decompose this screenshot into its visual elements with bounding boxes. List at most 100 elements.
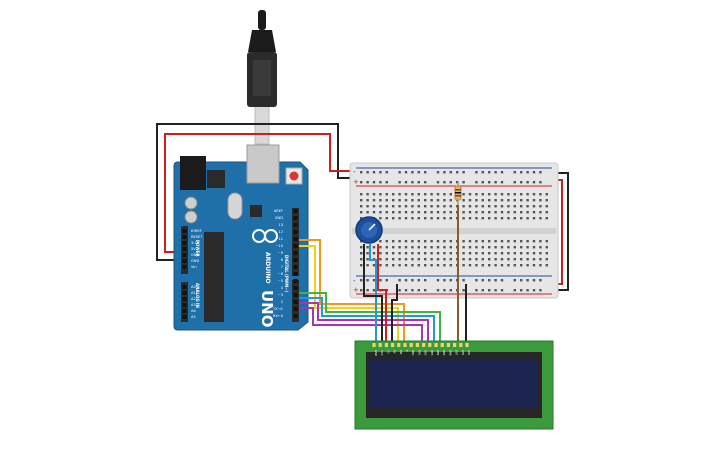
arduino-pin-label: 8 — [281, 258, 284, 262]
breadboard-hole — [494, 258, 497, 261]
lcd-pin-label: DB5 — [442, 350, 446, 356]
breadboard-hole — [411, 252, 414, 255]
breadboard-rail-hole — [488, 279, 491, 282]
arduino-pin — [293, 209, 298, 213]
breadboard-rail-hole — [539, 171, 542, 174]
breadboard-hole — [488, 217, 491, 220]
breadboard-hole — [520, 217, 523, 220]
breadboard-rail-hole — [379, 181, 382, 184]
breadboard-hole — [481, 264, 484, 267]
power-header-label: POWER — [195, 240, 200, 257]
resistor — [454, 182, 462, 205]
breadboard-hole — [520, 193, 523, 196]
breadboard-hole — [417, 252, 420, 255]
breadboard-hole — [449, 199, 452, 202]
breadboard-hole — [436, 217, 440, 220]
breadboard-rail-hole — [424, 171, 427, 174]
arduino-pin-label: TX→1 — [272, 307, 283, 311]
breadboard-hole — [494, 205, 497, 208]
breadboard-hole — [545, 193, 548, 196]
lcd-pin — [403, 343, 407, 347]
breadboard-hole — [385, 205, 388, 208]
breadboard-rail-hole — [372, 289, 376, 292]
lcd-pin-label: RW — [399, 350, 403, 355]
breadboard-hole — [526, 252, 529, 255]
analog-header-label: ANALOG IN — [195, 283, 200, 308]
breadboard-rail-hole — [526, 289, 529, 292]
breadboard-hole — [392, 217, 395, 220]
breadboard-hole — [372, 211, 376, 214]
breadboard-rail-hole — [366, 181, 369, 184]
breadboard-hole — [372, 264, 376, 267]
breadboard-rail-hole — [513, 181, 516, 184]
breadboard-hole — [462, 211, 465, 214]
breadboard-rail-hole — [398, 289, 401, 292]
breadboard-hole — [436, 240, 440, 243]
breadboard-hole — [545, 246, 548, 249]
arduino-pin-label: A3 — [191, 303, 196, 307]
breadboard-hole — [468, 246, 472, 249]
lcd-pin — [384, 343, 388, 347]
breadboard-hole — [360, 264, 363, 267]
breadboard-rail-hole — [436, 171, 440, 174]
breadboard-hole — [526, 193, 529, 196]
breadboard-hole — [436, 252, 440, 255]
breadboard-hole — [526, 199, 529, 202]
breadboard-hole — [424, 193, 427, 196]
breadboard-hole — [494, 252, 497, 255]
breadboard-hole — [494, 211, 497, 214]
lcd-pin — [391, 343, 395, 347]
breadboard-rail-hole — [398, 181, 401, 184]
breadboard-hole — [430, 193, 433, 196]
arduino-pin — [182, 235, 187, 239]
breadboard-hole — [379, 211, 382, 214]
breadboard-hole — [545, 240, 548, 243]
arduino-pin — [293, 307, 298, 311]
lcd-pin — [434, 343, 438, 347]
breadboard-rail-hole — [520, 289, 523, 292]
arduino-pin — [293, 314, 298, 318]
arduino-brand-label: ARDUINO — [264, 252, 271, 283]
breadboard-rail-hole — [372, 171, 376, 174]
arduino-pin-label: 4 — [281, 286, 284, 290]
arduino-pin — [182, 315, 187, 319]
breadboard-hole — [430, 246, 433, 249]
lcd-pin-label: LED — [467, 350, 471, 355]
breadboard-hole — [500, 193, 504, 196]
breadboard-hole — [443, 205, 446, 208]
breadboard-hole — [424, 252, 427, 255]
breadboard-hole — [462, 240, 465, 243]
breadboard-hole — [532, 193, 536, 196]
lcd-pin — [378, 343, 382, 347]
breadboard-rail-hole — [443, 171, 446, 174]
breadboard-hole — [404, 258, 408, 261]
breadboard-hole — [481, 246, 484, 249]
breadboard-hole — [385, 193, 388, 196]
breadboard-hole — [481, 252, 484, 255]
arduino-pin — [182, 247, 187, 251]
breadboard-hole — [366, 193, 369, 196]
breadboard-hole — [360, 246, 363, 249]
breadboard-hole — [468, 240, 472, 243]
breadboard-hole — [379, 246, 382, 249]
breadboard-rail-hole — [494, 289, 497, 292]
breadboard-hole — [488, 264, 491, 267]
breadboard-hole — [513, 199, 516, 202]
breadboard-rail-hole — [520, 181, 523, 184]
breadboard-rail-hole — [404, 279, 408, 282]
breadboard-hole — [372, 246, 376, 249]
breadboard-rail-hole — [372, 181, 376, 184]
arduino-pin-label: 3.3V — [191, 241, 200, 245]
breadboard-hole — [379, 205, 382, 208]
breadboard-rail-hole — [488, 181, 491, 184]
breadboard-hole — [507, 199, 510, 202]
breadboard-rail-hole — [500, 279, 504, 282]
breadboard-hole — [379, 264, 382, 267]
breadboard-hole — [513, 246, 516, 249]
breadboard-hole — [411, 199, 414, 202]
breadboard-hole — [513, 258, 516, 261]
breadboard-hole — [475, 205, 478, 208]
arduino-pin — [182, 285, 187, 289]
breadboard-hole — [360, 211, 363, 214]
breadboard-hole — [417, 264, 420, 267]
